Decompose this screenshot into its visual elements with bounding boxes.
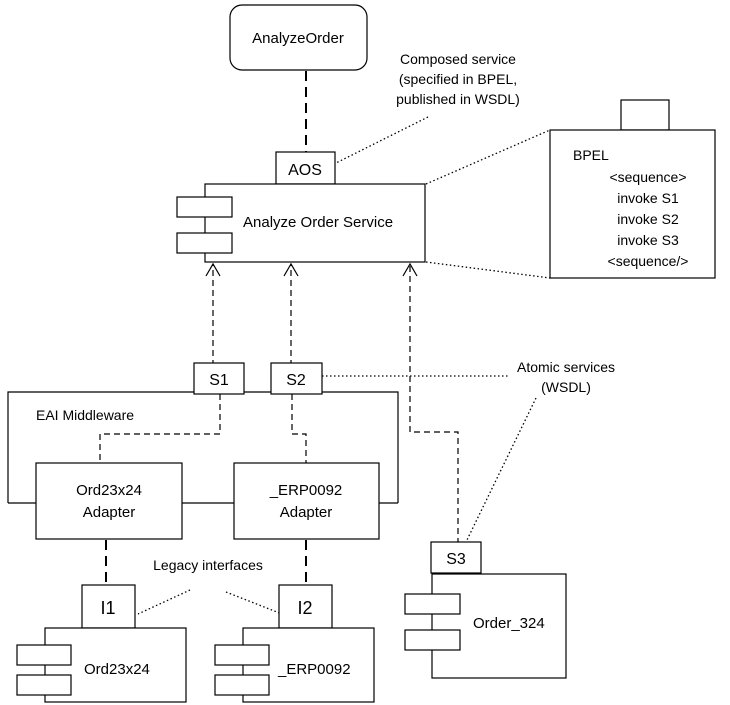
- ord23x24-label: Ord23x24: [84, 661, 150, 678]
- bpel-line-2: invoke S1: [617, 190, 679, 206]
- aos-port: [275, 151, 336, 185]
- composed-note-line2: (specified in BPEL,: [399, 71, 517, 87]
- s3-arrowhead: [402, 262, 418, 277]
- s3-port: [430, 541, 482, 574]
- composed-note-line1: Composed service: [400, 51, 516, 67]
- bpel-title: BPEL: [573, 147, 609, 163]
- i1-port-label: I1: [100, 598, 115, 618]
- component-icon-tab-top: [176, 196, 233, 218]
- bpel-line-4: invoke S3: [617, 232, 679, 248]
- analyze-order-label: AnalyzeOrder: [252, 30, 344, 47]
- i1-port: [81, 584, 136, 629]
- atomic-leader-s3: [465, 397, 537, 543]
- bpel-line-1: <sequence>: [609, 169, 686, 185]
- atomic-note-line1: Atomic services: [517, 359, 615, 375]
- s3-port-label: S3: [446, 551, 466, 568]
- ord23x24-adapter: [35, 462, 183, 540]
- adapter2-line1: _ERP0092: [269, 482, 343, 499]
- s3-dependency-line: [409, 265, 459, 574]
- aos-port-label: AOS: [288, 162, 322, 179]
- s1-arrowhead: [205, 262, 221, 277]
- s2-port-label: S2: [286, 372, 306, 389]
- adapter1-line2: Adapter: [83, 504, 136, 521]
- order324-icon-tab-bottom: [404, 629, 461, 651]
- order-324-label: Order_324: [473, 615, 545, 632]
- ord23x24-icon-tab-top: [16, 644, 72, 666]
- composed-note-line3: published in WSDL): [396, 91, 520, 107]
- bpel-note: [549, 129, 716, 279]
- eai-label: EAI Middleware: [36, 407, 134, 423]
- bpel-leader-bottom: [425, 261, 551, 279]
- order324-icon-tab-top: [404, 593, 461, 615]
- erp0092-icon-tab-top: [214, 644, 270, 666]
- analyze-order-service-label: Analyze Order Service: [243, 214, 393, 231]
- composed-note-leader: [335, 116, 429, 164]
- bpel-note-tab: [620, 99, 670, 131]
- bpel-leader-top: [425, 129, 551, 185]
- component-icon-tab-bottom: [176, 232, 233, 254]
- s2-port: [270, 362, 323, 395]
- erp0092-adapter: [233, 462, 380, 540]
- legacy-leader-i2: [225, 591, 283, 615]
- adapter1-line1: Ord23x24: [76, 482, 142, 499]
- adapter2-line2: Adapter: [280, 504, 333, 521]
- bpel-line-5: <sequence/>: [608, 253, 689, 269]
- erp0092-label: _ERP0092: [277, 661, 351, 678]
- bpel-line-3: invoke S2: [617, 211, 679, 227]
- s1-port-label: S1: [209, 372, 229, 389]
- ord23x24-icon-tab-bottom: [16, 674, 72, 696]
- composed-service-note: Composed service (specified in BPEL, pub…: [396, 51, 520, 107]
- legacy-leader-i1: [137, 589, 191, 615]
- s2-arrowhead: [283, 262, 299, 277]
- order-324-component: [431, 573, 567, 679]
- erp0092-icon-tab-bottom: [214, 674, 270, 696]
- s1-to-adapter1: [99, 394, 221, 463]
- atomic-note-line2: (WSDL): [541, 379, 591, 395]
- i2-port-label: I2: [297, 598, 312, 618]
- s1-port: [193, 362, 245, 395]
- s2-to-adapter2: [291, 394, 307, 463]
- analyze-order-service: [204, 183, 426, 263]
- legacy-note-label: Legacy interfaces: [153, 557, 263, 573]
- analyze-order-node: [229, 4, 368, 71]
